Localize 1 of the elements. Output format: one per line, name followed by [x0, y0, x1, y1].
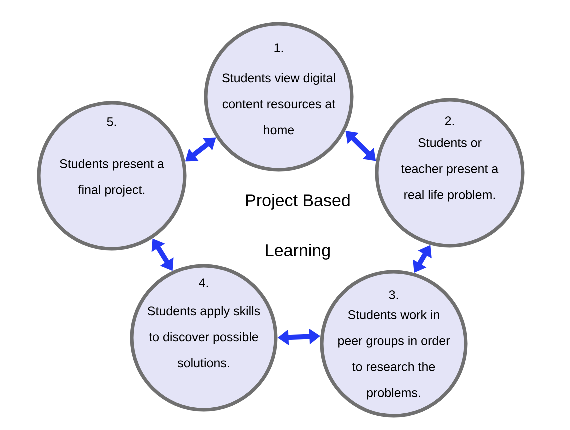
title: Project Based Learning: [246, 194, 350, 260]
